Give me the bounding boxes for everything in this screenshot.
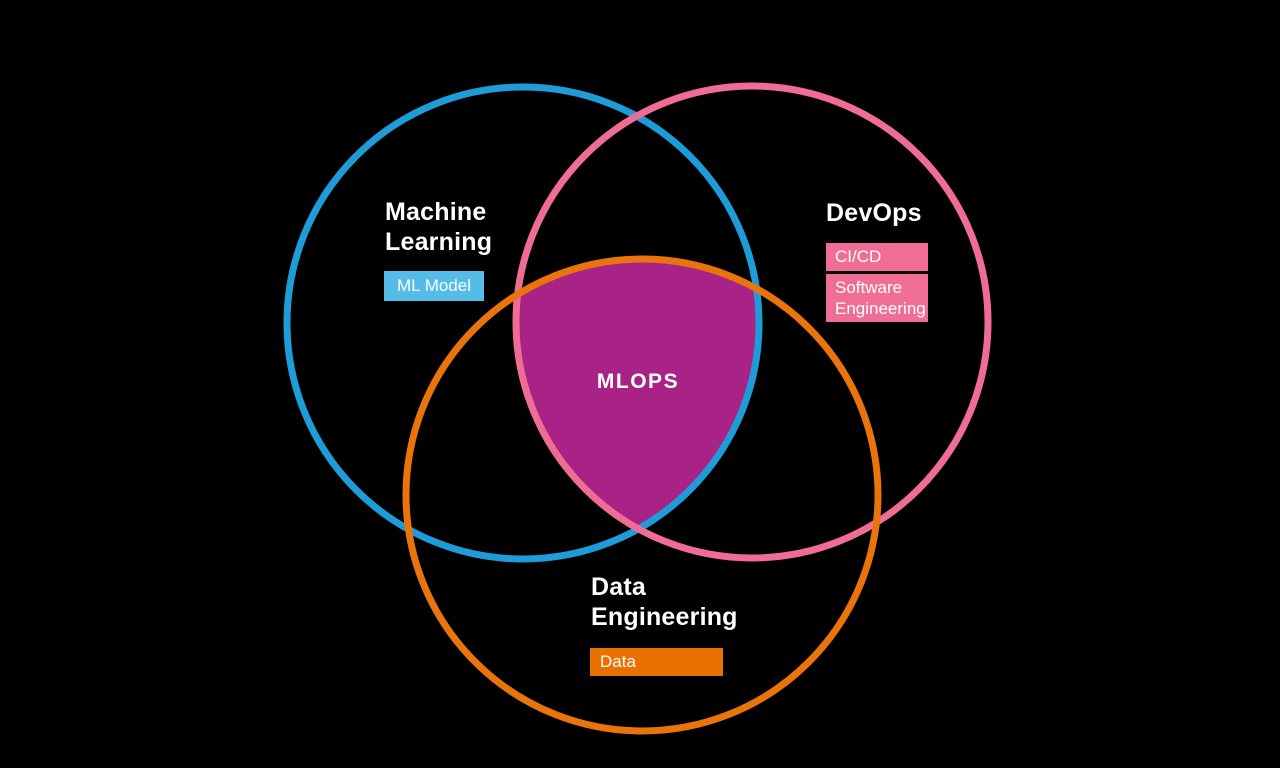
mlops-center-label: MLOPS xyxy=(596,370,680,393)
software-engineering-badge-line2: Engineering xyxy=(835,299,926,318)
machine-learning-title-line2: Learning xyxy=(385,228,493,256)
software-engineering-badge: Software Engineering xyxy=(826,274,928,322)
data-badge: Data xyxy=(590,648,723,676)
machine-learning-circle xyxy=(283,83,763,563)
cicd-badge: CI/CD xyxy=(826,243,928,271)
data-engineering-title: Data Engineering xyxy=(591,572,738,632)
machine-learning-title: Machine Learning xyxy=(385,197,492,257)
ml-model-badge: ML Model xyxy=(384,271,484,301)
data-engineering-title-line1: Data xyxy=(591,573,646,601)
devops-title: DevOps xyxy=(826,199,922,227)
machine-learning-title-line1: Machine xyxy=(385,198,487,226)
data-engineering-title-line2: Engineering xyxy=(591,603,738,631)
software-engineering-badge-line1: Software xyxy=(835,278,903,297)
devops-circle xyxy=(512,82,992,562)
data-engineering-circle xyxy=(402,255,882,735)
